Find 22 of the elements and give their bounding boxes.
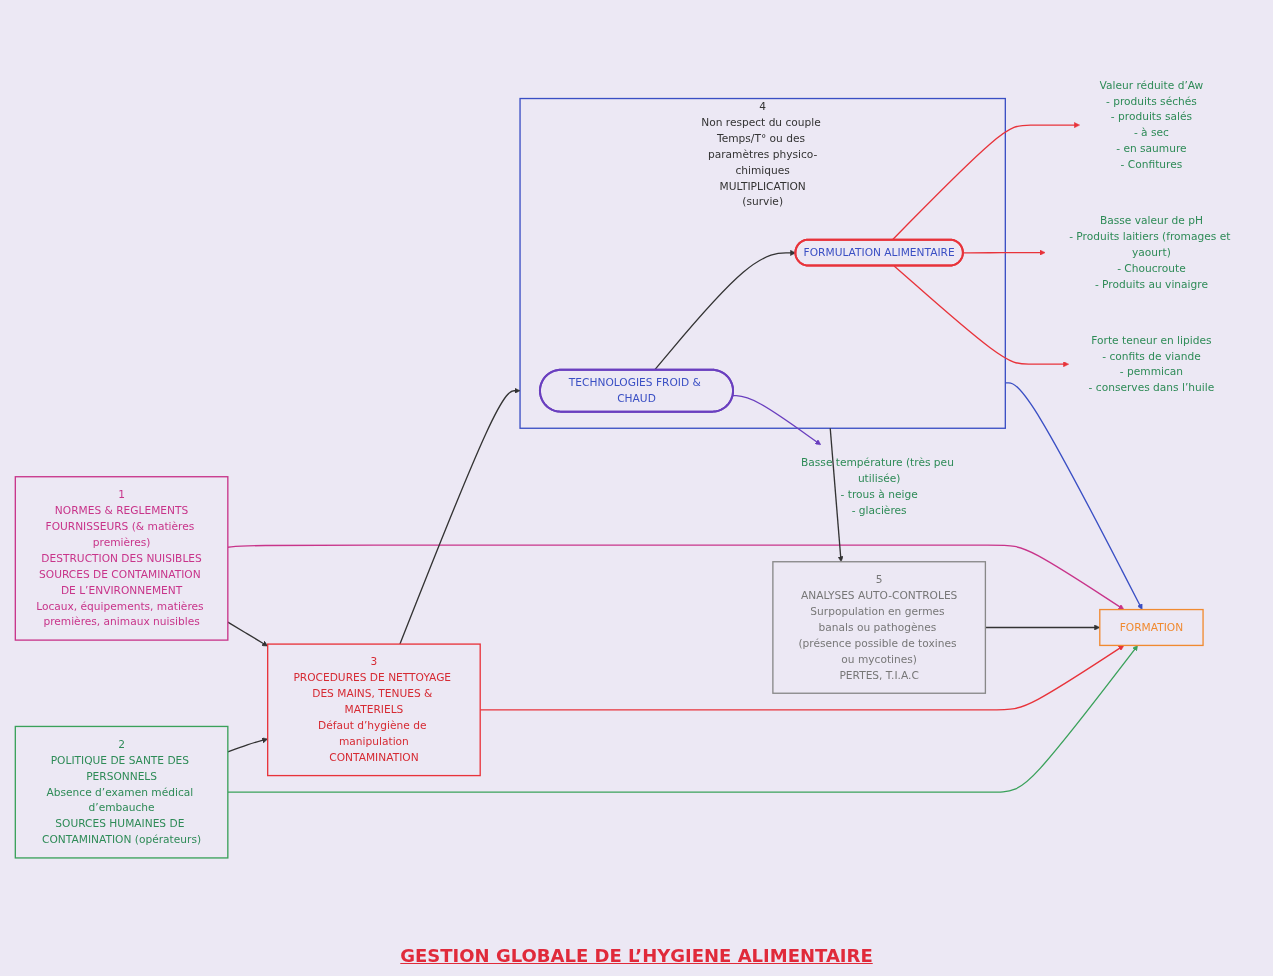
arrow bbox=[227, 544, 1125, 611]
node-text: Valeur réduite d’Aw - produits séchés - produits salés - à sec - en saumure - Confitures bbox=[1099, 78, 1204, 172]
arrow bbox=[653, 250, 796, 372]
node-box: 3 PROCEDURES DE NETTOYAGE DES MAINS, TENUES & MATERIELS Défaut d’hygiène de manipulation CONTAMINATION bbox=[267, 643, 481, 777]
arrow bbox=[829, 427, 844, 563]
arrow bbox=[893, 265, 1069, 368]
arrow bbox=[399, 388, 521, 646]
arrow bbox=[1004, 382, 1143, 611]
arrow bbox=[962, 250, 1046, 256]
arrow bbox=[891, 122, 1080, 242]
node-box: 2 POLITIQUE DE SANTE DES PERSONNELS Absence d’examen médical d’embauche SOURCES HUMAINES DE CONTAMINATION (opérateurs) bbox=[14, 726, 229, 859]
arrow bbox=[732, 395, 822, 446]
node-text: Forte teneur en lipides - confits de viande - pemmican - conserves dans l’huile bbox=[1088, 334, 1215, 395]
arrow bbox=[227, 645, 1138, 794]
arrow bbox=[227, 737, 268, 753]
node-text: Basse température (très peu utilisée) - trous à neige - glacières bbox=[801, 456, 954, 517]
node-box: FORMATION bbox=[1099, 609, 1204, 647]
node-box: 5 ANALYSES AUTO-CONTROLES Surpopulation en germes banals ou pathogènes (présence possible de toxines ou mycotines) PERTES, T.I.A.C bbox=[772, 561, 987, 695]
arrow bbox=[227, 621, 268, 647]
node-box: 1 NORMES & REGLEMENTS FOURNISSEURS (& matières premières) DESTRUCTION DES NUISIBLES SOURCES DE CONTAMINATION DE L’ENVIRONNEMENT Locaux, équipements, matières premières, animaux nuisibles bbox=[14, 476, 229, 642]
node-text: Basse valeur de pH - Produits laitiers (fromages et yaourt) - Choucroute - Produits au vinaigre bbox=[1069, 214, 1231, 291]
section-heading: GESTION GLOBALE DE L’HYGIENE ALIMENTAIRE bbox=[400, 945, 873, 966]
